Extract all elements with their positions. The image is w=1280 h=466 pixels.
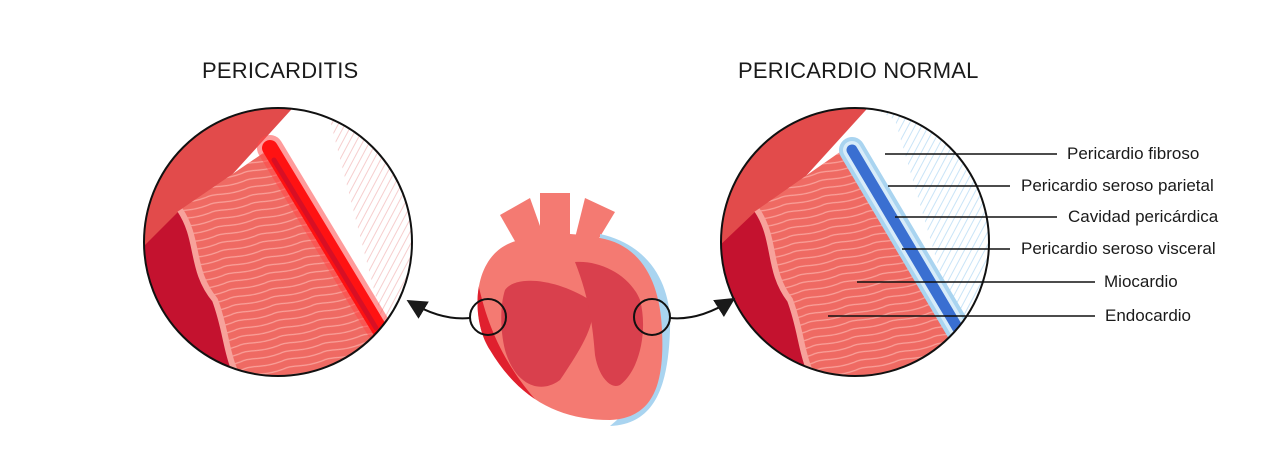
right-zoom-circle xyxy=(720,107,990,377)
heart-illustration xyxy=(477,193,671,426)
normal-pericardium-title: PERICARDIO NORMAL xyxy=(738,58,979,83)
right-magnifier-ring xyxy=(633,298,671,336)
label-pericardio-fibroso: Pericardio fibroso xyxy=(1067,144,1200,163)
right-arrow xyxy=(669,297,736,320)
left-arrow xyxy=(406,299,471,320)
left-zoom-circle xyxy=(143,107,413,377)
pericarditis-zoom xyxy=(144,108,412,376)
pericarditis-title: PERICARDITIS xyxy=(202,58,359,83)
label-leader-lines xyxy=(828,153,1095,317)
label-pericardio-seroso-parietal: Pericardio seroso parietal xyxy=(1021,176,1214,195)
label-cavidad-pericardica: Cavidad pericárdica xyxy=(1068,207,1219,226)
left-magnifier-ring xyxy=(469,298,507,336)
label-pericardio-seroso-visceral: Pericardio seroso visceral xyxy=(1021,239,1216,258)
label-miocardio: Miocardio xyxy=(1104,272,1178,291)
normal-pericardium-zoom xyxy=(721,108,989,376)
label-endocardio: Endocardio xyxy=(1105,306,1192,325)
